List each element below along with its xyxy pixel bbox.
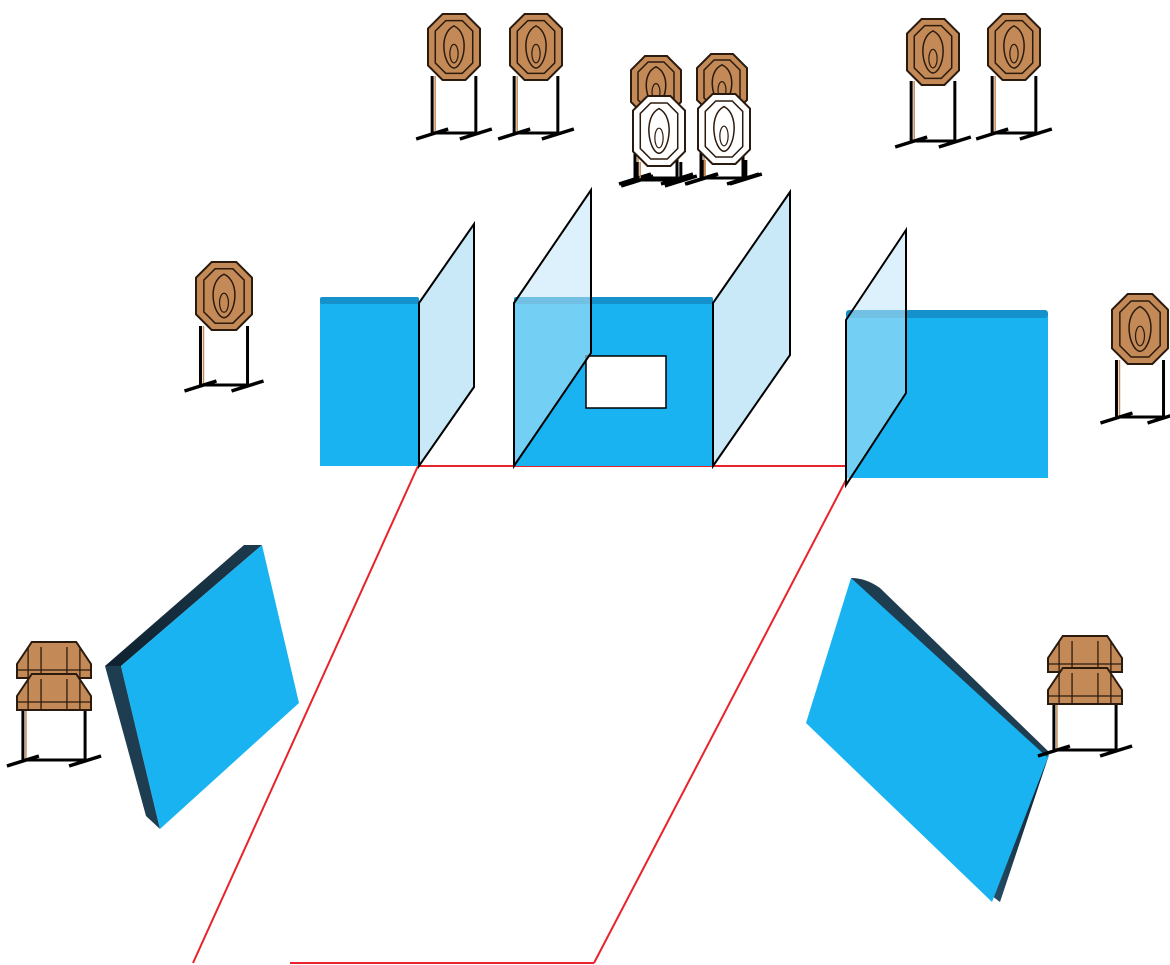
target-front-left <box>6 641 102 768</box>
left-barricade-wall <box>320 297 419 466</box>
target-right-side <box>1099 293 1170 425</box>
fault-line-right <box>593 479 847 964</box>
right-angled-panel <box>845 226 907 489</box>
no-shoot-target-1 <box>620 95 698 188</box>
left-angled-panel <box>418 220 475 470</box>
target-front-right <box>1037 635 1133 758</box>
target-left-side <box>183 261 265 393</box>
window-opening <box>585 355 667 409</box>
center-left-angled-panel <box>513 186 592 470</box>
target-back-right-2 <box>975 13 1053 141</box>
front-right-barricade <box>806 578 1049 902</box>
target-back-right-1 <box>894 18 972 149</box>
front-left-barricade <box>105 545 299 829</box>
fault-line-left <box>192 465 419 964</box>
target-back-left-2 <box>497 13 575 141</box>
shooting-area-fault-lines <box>192 465 847 964</box>
targets-layer <box>6 13 1170 768</box>
target-back-left-1 <box>415 13 493 141</box>
no-shoot-target-2 <box>685 93 763 186</box>
center-right-angled-panel <box>712 188 791 470</box>
